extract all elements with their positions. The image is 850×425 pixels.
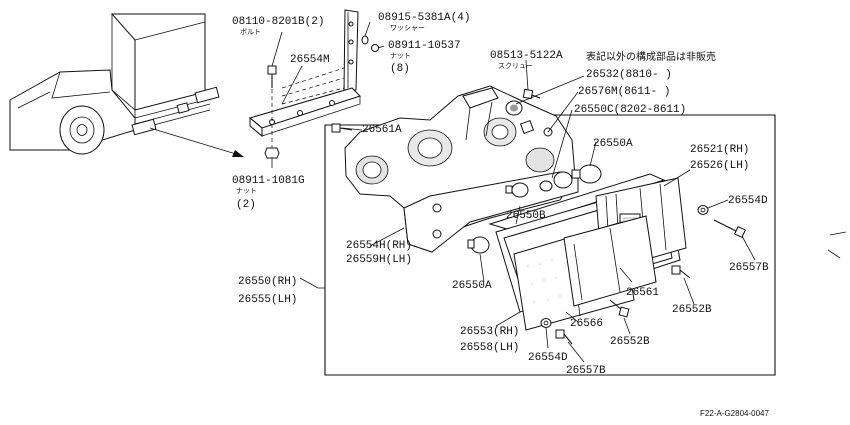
label-08110: 08110-8201B(2)	[232, 16, 324, 28]
label-08110-sub: ボルト	[240, 28, 261, 36]
screw-26552B-bottom	[609, 299, 630, 318]
label-08513: 08513-5122A	[490, 50, 563, 62]
label-26552B-right: 26552B	[672, 304, 712, 316]
label-26521: 26521(RH)	[690, 144, 749, 156]
label-08911-1081G: 08911-1081G	[232, 175, 305, 187]
label-26561A: 26561A	[362, 124, 402, 136]
label-26554D-bottom: 26554D	[528, 352, 568, 364]
screw-08513	[522, 88, 541, 100]
label-26555: 26555(LH)	[238, 294, 297, 306]
label-08513-sub: スクリュー	[498, 62, 533, 70]
label-26550B: 26550B	[506, 210, 546, 222]
label-26559H: 26559H(LH)	[346, 254, 412, 266]
bracket-26554M	[248, 9, 379, 159]
label-26558: 26558(LH)	[460, 342, 519, 354]
screw-26557B-right	[713, 219, 746, 238]
label-08911-1081G-qty: (2)	[236, 199, 256, 211]
edge-mark	[827, 249, 841, 259]
label-26566: 26566	[570, 318, 603, 330]
label-26557B-right: 26557B	[729, 262, 769, 274]
label-08911-10537: 08911-10537	[388, 40, 461, 52]
label-26532: 26532(8810- )	[586, 69, 672, 81]
label-26550A-bottom: 26550A	[452, 280, 492, 292]
truck-illustration	[9, 13, 244, 157]
label-26552B-bottom: 26552B	[610, 336, 650, 348]
label-26550C: 26550C(8202-8611)	[574, 104, 686, 116]
screw-26552B-right	[671, 265, 691, 279]
label-08911-10537-qty: (8)	[390, 63, 410, 75]
leader-lines	[271, 21, 756, 363]
label-26553: 26553(RH)	[460, 326, 519, 338]
label-08915-sub: ワッシャー	[390, 24, 425, 32]
label-08915: 08915-5381A(4)	[378, 12, 470, 24]
label-26557B-bottom: 26557B	[566, 365, 606, 377]
lens-26561	[563, 215, 657, 307]
washer-26554D-right	[697, 205, 709, 215]
label-26576M: 26576M(8611- )	[578, 86, 670, 98]
label-26550A-top: 26550A	[593, 138, 633, 150]
label-26554D-right: 26554D	[728, 195, 768, 207]
label-26526: 26526(LH)	[690, 160, 749, 172]
label-26554M: 26554M	[290, 54, 330, 66]
screw-26557B-bottom	[555, 329, 573, 345]
label-26554H: 26554H(RH)	[346, 240, 412, 252]
note-not-sold: 表記以外の構成部品は非販売	[586, 50, 716, 63]
lamp-housing	[344, 85, 579, 253]
bulbs	[467, 164, 602, 254]
washer-26554D-bottom	[540, 318, 552, 328]
label-08911-1081G-sub: ナット	[236, 187, 257, 195]
label-08911-10537-sub: ナット	[390, 52, 411, 60]
label-26561: 26561	[626, 287, 659, 299]
diagram-code: F22-A-G2804-0047	[700, 409, 769, 418]
edge-mark	[829, 231, 847, 236]
label-26550: 26550(RH)	[238, 276, 297, 288]
